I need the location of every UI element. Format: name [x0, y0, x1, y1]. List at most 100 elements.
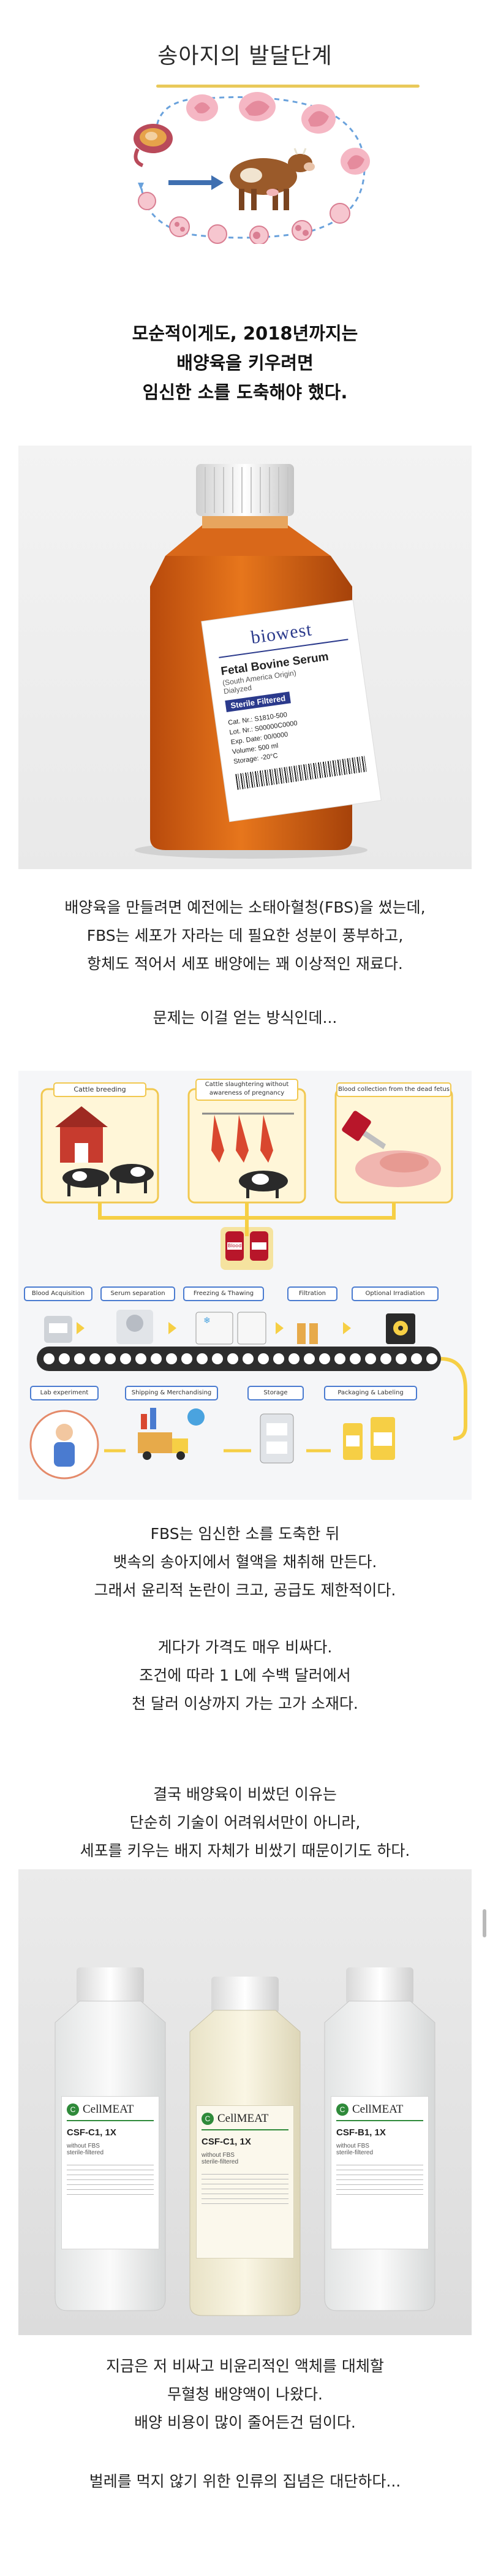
bottom-labels — [30, 1386, 417, 1400]
lead-line: 임신한 소를 도축해야 했다. — [142, 382, 348, 403]
svg-text:❄: ❄ — [203, 1316, 211, 1326]
title-underline — [156, 85, 420, 88]
fbs-label: biowest Fetal Bovine Serum (South Americ… — [205, 605, 380, 820]
conveyor-roller — [151, 1353, 162, 1364]
label-fine-print — [336, 2165, 423, 2195]
blood-collection-icon — [342, 1111, 441, 1187]
label-fine-print — [67, 2165, 154, 2195]
embryo-stage-3-icon — [301, 104, 336, 134]
label-divider — [336, 2120, 423, 2121]
conveyor-roller — [304, 1353, 315, 1364]
text-line: 문제는 이걸 얻는 방식인데... — [153, 1009, 337, 1027]
info-label-irradiation: Optional Irradiation — [365, 1290, 425, 1297]
fbs-cost-paragraph: 게다가 가격도 매우 비싸다. 조건에 따라 1 L에 수백 달러에서 천 달러… — [0, 1633, 490, 1718]
product-code: CSF-C1, 1X — [67, 2127, 116, 2138]
conveyor-roller — [227, 1353, 238, 1364]
info-blood-bag-label: Blood — [227, 1243, 242, 1248]
conveyor-roller — [59, 1353, 70, 1364]
process-machines-icon: ❄ — [44, 1310, 415, 1345]
cellmeat-label-right: C CellMEAT CSF-B1, 1X without FBS steril… — [331, 2096, 429, 2249]
fbs-production-infographic: ❄ — [18, 1071, 472, 1500]
text-line: 뱃속의 송아지에서 혈액을 채취해 만든다. — [113, 1553, 377, 1571]
brand-name: CellMEAT — [83, 2103, 134, 2116]
cell-division-icons — [138, 192, 350, 244]
conveyor-roller — [135, 1353, 146, 1364]
page-scrollbar-thumb[interactable] — [483, 1909, 486, 1937]
calf-cycle-diagram — [134, 92, 370, 244]
embryo-stage-4-icon — [341, 148, 370, 175]
text-line: 조건에 따라 1 L에 수백 달러에서 — [139, 1666, 351, 1684]
conveyor-roller — [89, 1353, 100, 1364]
text-line: 그래서 윤리적 논란이 크고, 공급도 제한적이다. — [94, 1581, 396, 1599]
info-label-slaughter-line2: awareness of pregnancy — [209, 1090, 285, 1096]
cellmeat-logo-icon: C — [67, 2103, 79, 2116]
conveyor-roller — [105, 1353, 116, 1364]
conveyor-belt — [37, 1347, 441, 1371]
cow-group-icon — [62, 1164, 154, 1196]
cellmeat-label-left: C CellMEAT CSF-C1, 1X without FBS steril… — [61, 2096, 159, 2249]
fbs-process-diagram: ❄ — [24, 1079, 467, 1480]
cow-icon — [230, 148, 315, 210]
conveyor-rollers — [43, 1353, 437, 1364]
fbs-problem-teaser: 문제는 이걸 얻는 방식인데... — [0, 1004, 490, 1032]
page-title: 송아지의 발달단계 — [157, 44, 333, 69]
conveyor-roller — [197, 1353, 208, 1364]
process-labels — [24, 1286, 439, 1301]
label-fine-print — [202, 2174, 288, 2205]
shipping-icon — [138, 1408, 205, 1460]
lead-line: 모순적이게도, 2018년까지는 — [132, 323, 358, 344]
info-label-packaging: Packaging & Labeling — [337, 1389, 404, 1396]
conveyor-roller — [288, 1353, 300, 1364]
blood-bag-icon — [225, 1231, 268, 1261]
conveyor-roller — [74, 1353, 85, 1364]
product-code: CSF-C1, 1X — [202, 2137, 251, 2147]
info-label-shipping: Shipping & Merchandising — [131, 1389, 212, 1396]
conveyor-roller — [319, 1353, 330, 1364]
conveyor-roller — [166, 1353, 177, 1364]
conveyor-roller — [43, 1353, 55, 1364]
text-line: 지금은 저 비싸고 비윤리적인 액체를 대체할 — [106, 2357, 384, 2375]
conveyor-roller — [411, 1353, 422, 1364]
text-line: FBS는 세포가 자라는 데 필요한 성분이 풍부하고, — [86, 927, 404, 944]
info-label-slaughter-line1: Cattle slaughtering without — [205, 1081, 289, 1088]
product-sub: without FBS — [336, 2143, 369, 2149]
text-line: 게다가 가격도 매우 비싸다. — [157, 1638, 333, 1656]
cellmeat-logo-icon: C — [336, 2103, 349, 2116]
cellmeat-logo: C CellMEAT — [67, 2103, 154, 2116]
fbs-intro-paragraph: 배양육을 만들려면 예전에는 소태아혈청(FBS)을 썼는데, FBS는 세포가… — [0, 894, 490, 978]
product-sub: sterile-filtered — [202, 2159, 239, 2165]
conveyor-roller — [380, 1353, 391, 1364]
product-sub: without FBS — [67, 2143, 100, 2149]
lead-statement: 모순적이게도, 2018년까지는 배양육을 키우려면 임신한 소를 도축해야 했… — [0, 319, 490, 407]
text-line: 벌레를 먹지 않기 위한 인류의 집념은 대단하다... — [89, 2472, 401, 2490]
text-line: 무혈청 배양액이 나왔다. — [167, 2385, 323, 2403]
info-label-storage: Storage — [263, 1389, 288, 1396]
text-line: 배양육을 만들려면 예전에는 소태아혈청(FBS)을 썼는데, — [64, 899, 426, 916]
serum-free-paragraph: 지금은 저 비싸고 비윤리적인 액체를 대체할 무혈청 배양액이 나왔다. 배양… — [0, 2352, 490, 2437]
brand-name: CellMEAT — [217, 2112, 269, 2125]
info-label-lab: Lab experiment — [40, 1389, 89, 1396]
fbs-ethics-paragraph: FBS는 임신한 소를 도축한 뒤 뱃속의 송아지에서 혈액을 채취해 만든다.… — [0, 1520, 490, 1605]
fbs-conclusion-paragraph: 결국 배양육이 비쌌던 이유는 단순히 기술이 어려워서만이 아니라, 세포를 … — [0, 1780, 490, 1865]
conveyor-roller — [181, 1353, 192, 1364]
closing-remark: 벌레를 먹지 않기 위한 인류의 집념은 대단하다... — [0, 2468, 490, 2496]
info-label-breeding: Cattle breeding — [74, 1085, 126, 1093]
text-line: FBS는 임신한 소를 도축한 뒤 — [150, 1525, 340, 1543]
conveyor-roller — [334, 1353, 345, 1364]
flow-arrow-right — [440, 1357, 467, 1440]
text-line: 천 달러 이상까지 가는 고가 소재다. — [132, 1695, 358, 1712]
cellmeat-label-center: C CellMEAT CSF-C1, 1X without FBS steril… — [196, 2105, 294, 2259]
brand-name: CellMEAT — [352, 2103, 404, 2116]
info-label-acquisition: Blood Acquisition — [31, 1290, 85, 1297]
conveyor-roller — [120, 1353, 131, 1364]
cellmeat-bottles-photo: C CellMEAT CSF-C1, 1X without FBS steril… — [18, 1869, 472, 2335]
conveyor-roller — [365, 1353, 376, 1364]
conveyor-roller — [350, 1353, 361, 1364]
label-divider — [202, 2129, 288, 2130]
info-label-serum: Serum separation — [110, 1290, 165, 1297]
conveyor-roller — [396, 1353, 407, 1364]
cycle-arrowhead — [138, 183, 144, 190]
text-line: 항체도 적어서 세포 배양에는 꽤 이상적인 재료다. — [87, 955, 403, 973]
lab-icon — [29, 1410, 99, 1480]
